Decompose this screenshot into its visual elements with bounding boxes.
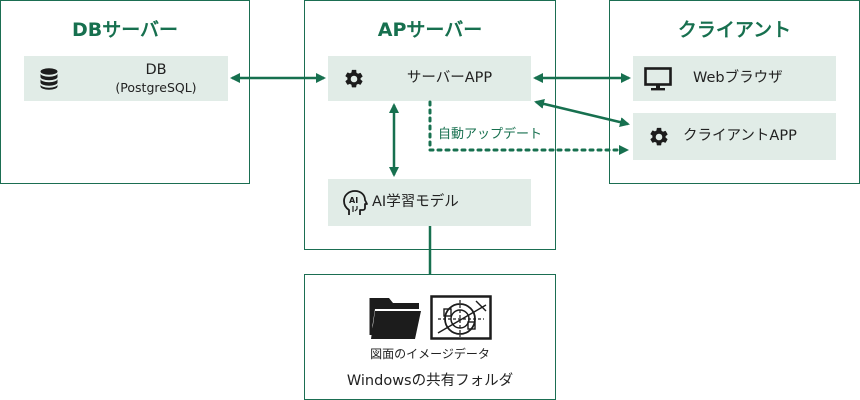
db-sublabel: (PostgreSQL) — [115, 80, 197, 95]
server-app-label: サーバーAPP — [406, 70, 493, 86]
image-data-caption: 図面のイメージデータ — [370, 347, 490, 361]
db-node: DB (PostgreSQL) — [24, 56, 228, 101]
web-browser-node: Webブラウザ — [633, 56, 836, 101]
folder-icon — [369, 294, 423, 340]
db-label: DB — [145, 62, 167, 78]
gear-icon — [342, 67, 366, 91]
ai-head-icon: AI — [342, 189, 370, 217]
shared-folder-group: 図面のイメージデータ Windowsの共有フォルダ — [304, 274, 556, 400]
web-browser-label: Webブラウザ — [693, 70, 783, 86]
client-app-label: クライアントAPP — [683, 128, 797, 144]
ai-model-node: AI AI学習モデル — [328, 179, 531, 226]
auto-update-label: 自動アップデート — [438, 127, 543, 142]
db-server-title: DBサーバー — [71, 19, 179, 41]
client-title: クライアント — [677, 19, 792, 41]
monitor-icon — [643, 66, 673, 92]
server-app-node: サーバーAPP — [328, 56, 531, 101]
gear-icon — [647, 125, 671, 149]
drawing-icon — [430, 295, 492, 340]
ap-server-title: APサーバー — [377, 19, 483, 41]
shared-folder-title: Windowsの共有フォルダ — [346, 373, 514, 389]
client-app-node: クライアントAPP — [633, 113, 836, 160]
ai-model-label: AI学習モデル — [372, 194, 459, 210]
database-icon — [38, 68, 60, 90]
svg-text:AI: AI — [349, 196, 358, 205]
